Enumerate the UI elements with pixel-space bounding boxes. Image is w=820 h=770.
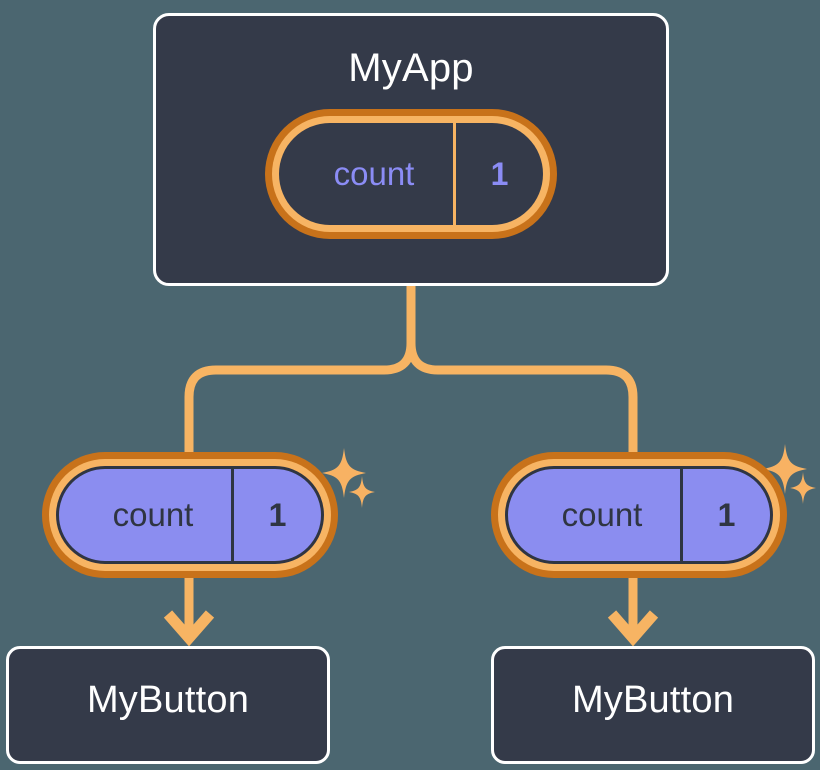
connector-branch-left (184, 342, 416, 452)
arrow-right (607, 578, 659, 647)
node-mybutton-right[interactable]: MyButton (491, 646, 815, 764)
signal-name: count (112, 496, 194, 533)
signal-pill-body: count 1 (56, 466, 324, 564)
node-mybutton-left-label: MyButton (86, 679, 250, 721)
signal-pill-left[interactable]: count 1 (42, 452, 338, 578)
sparkle-small-icon (790, 472, 816, 504)
signal-pill-body: count 1 (279, 123, 543, 225)
sparkle-large-icon (763, 444, 807, 494)
node-myapp-label: MyApp (348, 46, 474, 90)
node-mybutton-left[interactable]: MyButton (6, 646, 330, 764)
sparkle-large-icon (322, 448, 366, 498)
signal-pill-root[interactable]: count 1 (265, 109, 557, 239)
node-myapp[interactable]: MyApp (153, 13, 669, 286)
signal-name: count (561, 496, 643, 533)
signal-value: 1 (680, 469, 770, 561)
signal-name: count (333, 155, 415, 192)
arrow-group (163, 578, 659, 647)
signal-pill-ring: count 1 (498, 459, 780, 571)
signal-pill-right[interactable]: count 1 (491, 452, 787, 578)
signal-pill-ring: count 1 (272, 116, 550, 232)
signal-pill-body: count 1 (505, 466, 773, 564)
signal-value: 1 (453, 123, 543, 225)
sparkle-small-icon (349, 476, 375, 508)
connector-branch-right (406, 342, 638, 452)
arrow-left (163, 578, 215, 647)
signal-pill-ring: count 1 (49, 459, 331, 571)
signal-value: 1 (231, 469, 321, 561)
node-mybutton-right-label: MyButton (571, 679, 735, 721)
